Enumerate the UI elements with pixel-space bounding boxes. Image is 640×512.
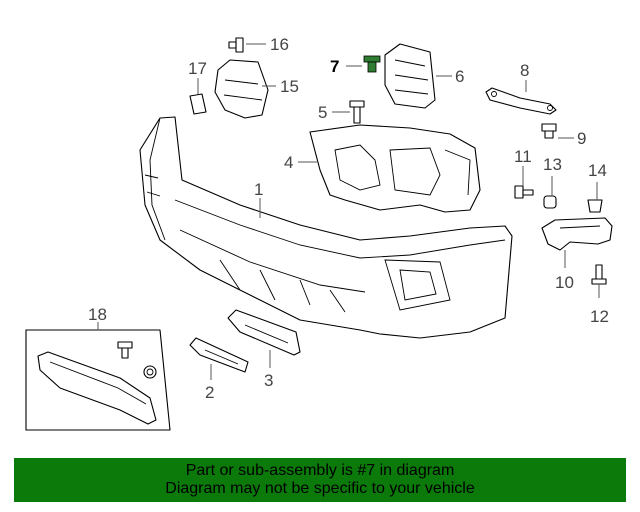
callout-11: 11 <box>514 147 532 166</box>
callout-4: 4 <box>284 153 293 172</box>
part-1-bumper <box>139 116 513 339</box>
callout-12: 12 <box>590 307 609 326</box>
callout-6: 6 <box>455 67 464 86</box>
part-16-bolt <box>228 37 244 53</box>
callout-10: 10 <box>555 273 574 292</box>
callout-3: 3 <box>264 371 273 390</box>
callout-18: 18 <box>88 305 107 324</box>
callout-5: 5 <box>318 103 327 122</box>
part-17-clip <box>189 93 207 115</box>
leader-lines <box>97 43 600 380</box>
part-3-bracket <box>227 309 301 356</box>
part-15-bracket <box>214 59 269 119</box>
callouts: 1 2 3 4 5 6 7 8 9 10 11 12 13 14 15 16 1… <box>88 35 609 402</box>
footer-line-2: Diagram may not be specific to your vehi… <box>165 480 475 497</box>
footer-line-1: Part or sub-assembly is #7 in diagram <box>185 462 455 479</box>
part-10-bracket <box>541 217 613 251</box>
part-4-mount <box>309 124 481 213</box>
callout-1: 1 <box>254 180 263 199</box>
callout-14: 14 <box>588 161 607 180</box>
part-9-bolt <box>541 123 557 139</box>
callout-8: 8 <box>520 61 529 80</box>
part-11-fastener <box>514 185 534 199</box>
part-7-bolt <box>363 55 381 73</box>
part-12-fastener <box>591 264 607 285</box>
part-2-bracket <box>189 337 249 373</box>
callout-17: 17 <box>188 59 207 78</box>
part-18-assembly <box>25 329 171 431</box>
callout-15: 15 <box>280 77 299 96</box>
callout-9: 9 <box>577 129 586 148</box>
footer-banner: Part or sub-assembly is #7 in diagram Di… <box>14 458 626 502</box>
part-14-clip <box>587 199 603 213</box>
part-5-bolt <box>349 100 365 124</box>
part-6-bracket <box>384 43 436 109</box>
part-8-strap <box>485 87 557 115</box>
callout-2: 2 <box>205 383 214 402</box>
callout-7: 7 <box>330 57 339 76</box>
callout-13: 13 <box>543 155 562 174</box>
callout-16: 16 <box>270 35 289 54</box>
part-13-nut <box>543 195 557 209</box>
